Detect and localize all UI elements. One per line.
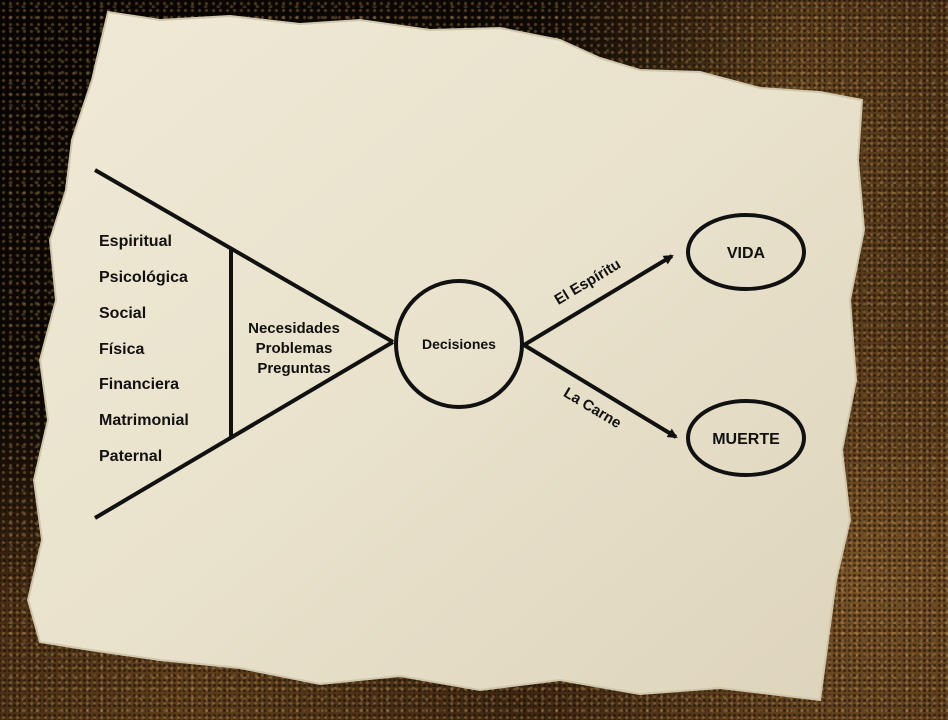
paper-sheet [26, 10, 866, 702]
left-item-psicologica: Psicológica [99, 269, 188, 286]
triangle-line-problemas: Problemas [256, 340, 333, 357]
funnel-upper-line [94, 168, 394, 344]
left-items-list: Espiritual Psicológica Social Física Fin… [99, 233, 189, 465]
upper-arrow [522, 254, 674, 347]
decisiones-circle [394, 279, 524, 409]
left-item-matrimonial: Matrimonial [99, 412, 189, 429]
muerte-label: MUERTE [712, 431, 780, 448]
decisiones-label: Decisiones [422, 336, 496, 352]
triangle-line-necesidades: Necesidades [248, 320, 340, 337]
left-item-social: Social [99, 305, 146, 322]
vida-label: VIDA [727, 245, 766, 262]
triangle-line-preguntas: Preguntas [257, 360, 330, 377]
lower-arrow [522, 343, 678, 439]
left-item-paternal: Paternal [99, 448, 162, 465]
triangle-text: Necesidades Problemas Preguntas [248, 320, 340, 377]
vida-ellipse [686, 213, 806, 291]
left-item-fisica: Física [99, 341, 144, 358]
left-item-financiera: Financiera [99, 376, 179, 393]
funnel-lower-line [93, 340, 395, 520]
muerte-ellipse [686, 399, 806, 477]
left-item-espiritual: Espiritual [99, 233, 172, 250]
